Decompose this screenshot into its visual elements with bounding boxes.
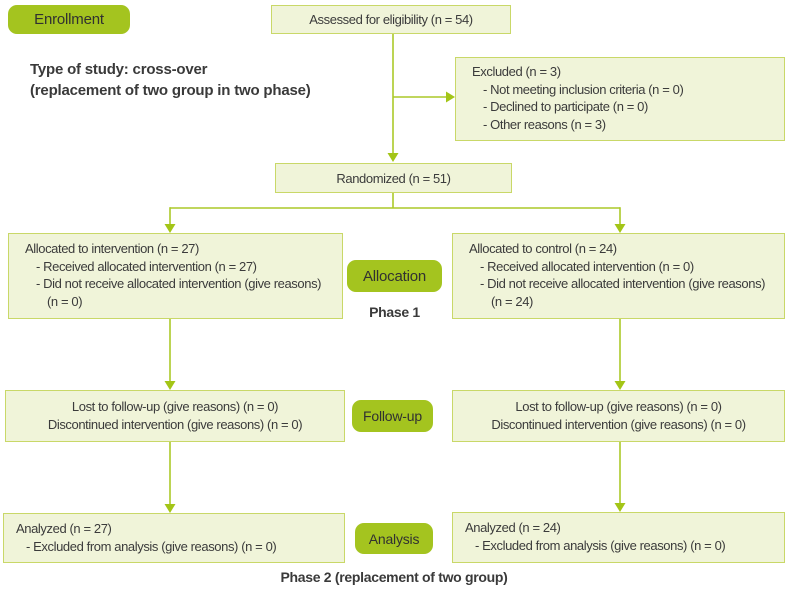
box-excluded-item: - Other reasons (n = 3) <box>483 116 606 132</box>
box-assessed-for-eligibility: Assessed for eligibility (n = 54) <box>271 5 511 34</box>
box-randomized: Randomized (n = 51) <box>275 163 512 193</box>
box-analysis-control-item: - Excluded from analysis (give reasons) … <box>475 537 726 553</box>
box-analysis-control-title: Analyzed (n = 24) <box>465 520 561 535</box>
box-excluded: Excluded (n = 3) - Not meeting inclusion… <box>455 57 785 141</box>
box-followup-control: Lost to follow-up (give reasons) (n = 0)… <box>452 390 785 442</box>
box-excluded-item: - Declined to participate (n = 0) <box>483 99 648 115</box>
stage-label-analysis: Analysis <box>355 523 433 554</box>
arrowhead-into-excluded <box>446 91 455 103</box>
box-allocated-control-item: - Received allocated intervention (n = 0… <box>480 258 694 274</box>
box-followup-control-line: Lost to follow-up (give reasons) (n = 0) <box>515 398 722 414</box>
box-allocated-intervention-title: Allocated to intervention (n = 27) <box>25 241 199 256</box>
box-allocated-intervention-item: - Received allocated intervention (n = 2… <box>36 258 257 274</box>
box-analysis-control: Analyzed (n = 24) - Excluded from analys… <box>452 512 785 563</box>
stage-label-followup: Follow-up <box>352 400 433 432</box>
box-followup-intervention-line: Lost to follow-up (give reasons) (n = 0) <box>71 398 279 414</box>
box-allocated-control-title: Allocated to control (n = 24) <box>469 241 617 256</box>
note-study-type: Type of study: cross-over (replacement o… <box>30 59 311 101</box>
arrowhead-into-followup-left <box>164 381 176 390</box>
arrowhead-into-followup-right <box>614 381 626 390</box>
box-excluded-title: Excluded (n = 3) <box>472 64 561 79</box>
box-analysis-intervention-item: - Excluded from analysis (give reasons) … <box>26 538 277 554</box>
stage-label-enrollment: Enrollment <box>8 5 130 34</box>
box-allocated-control-item: - Did not receive allocated intervention… <box>480 276 766 309</box>
arrowhead-into-randomized <box>387 153 399 162</box>
note-phase-1: Phase 1 <box>369 304 420 320</box>
stage-label-allocation: Allocation <box>347 260 442 292</box>
box-excluded-item: - Not meeting inclusion criteria (n = 0) <box>483 81 684 97</box>
box-followup-intervention-line: Discontinued intervention (give reasons)… <box>47 417 303 432</box>
note-phase-2: Phase 2 (replacement of two group) <box>280 569 508 585</box>
box-allocated-control: Allocated to control (n = 24) - Received… <box>452 233 785 319</box>
box-followup-control-line: Discontinued intervention (give reasons)… <box>491 417 746 432</box>
box-followup-intervention: Lost to follow-up (give reasons) (n = 0)… <box>5 390 345 442</box>
arrowhead-into-alloc-left <box>164 224 176 233</box>
arrowhead-into-alloc-right <box>614 224 626 233</box>
box-allocated-intervention: Allocated to intervention (n = 27) - Rec… <box>8 233 343 319</box>
box-analysis-intervention: Analyzed (n = 27) - Excluded from analys… <box>3 513 345 563</box>
note-study-type-line1: Type of study: cross-over <box>30 61 208 78</box>
arrowhead-into-analysis-right <box>614 503 626 512</box>
arrowhead-into-analysis-left <box>164 504 176 513</box>
box-allocated-intervention-item: - Did not receive allocated intervention… <box>36 276 322 309</box>
note-study-type-line2: (replacement of two group in two phase) <box>30 82 311 99</box>
box-analysis-intervention-title: Analyzed (n = 27) <box>16 521 112 536</box>
